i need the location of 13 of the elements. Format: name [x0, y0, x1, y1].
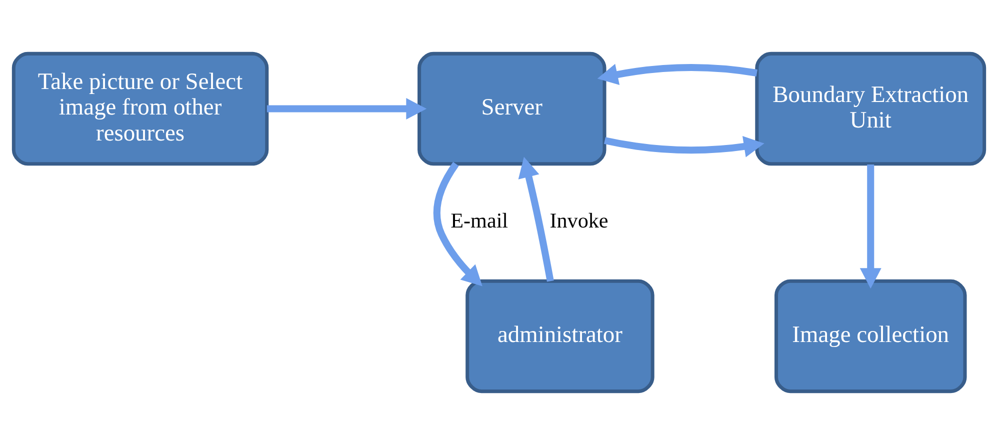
edge-label: Invoke	[550, 208, 608, 233]
node-box: Server	[418, 52, 606, 166]
edge-label: E-mail	[450, 208, 508, 233]
arrow	[518, 156, 554, 282]
node-box: administrator	[466, 279, 654, 394]
node-box: Image collection	[774, 279, 967, 394]
arrow	[266, 98, 427, 120]
arrow	[604, 136, 764, 158]
arrow	[434, 162, 482, 286]
arrow	[860, 164, 882, 289]
arrow	[597, 64, 758, 85]
node-box: Boundary Extraction Unit	[755, 52, 986, 166]
node-box: Take picture or Select image from other resources	[12, 52, 269, 166]
